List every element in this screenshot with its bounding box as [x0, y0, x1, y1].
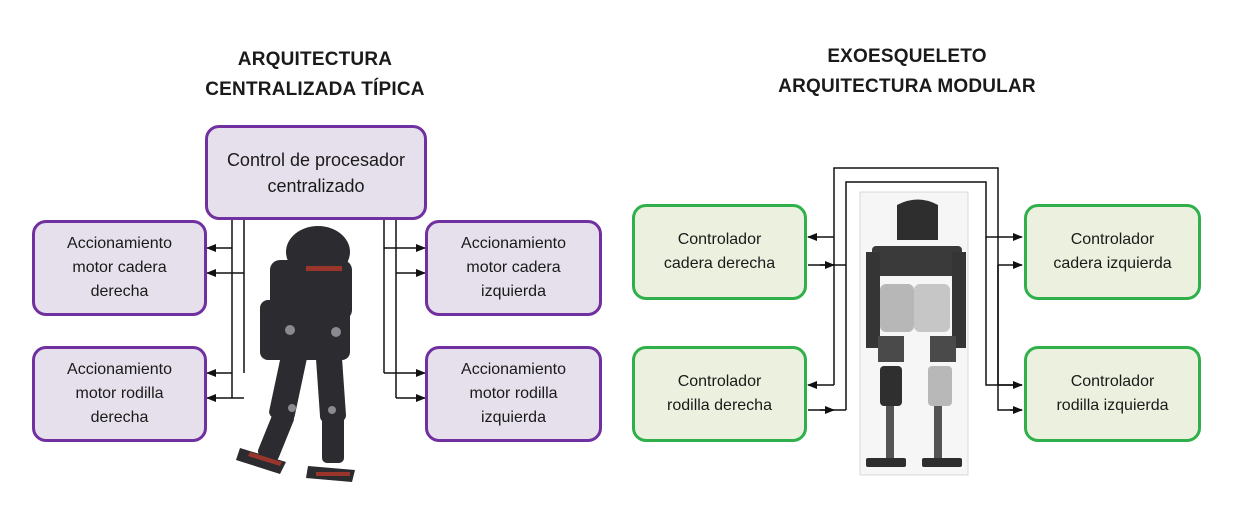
- left-title-line-2: CENTRALIZADA TÍPICA: [205, 79, 425, 100]
- left-diagram-title: ARQUITECTURA CENTRALIZADA TÍPICA: [195, 45, 435, 105]
- right-knee-right-line-1: Controlador: [677, 373, 762, 390]
- right-hip-right-box[interactable]: Controlador cadera derecha: [632, 204, 807, 300]
- right-knee-right-line-2: rodilla derecha: [667, 397, 772, 414]
- left-knee-left-box[interactable]: Accionamiento motor rodilla izquierda: [425, 346, 602, 442]
- right-exoskeleton-image: [859, 191, 969, 476]
- right-hip-left-box[interactable]: Controlador cadera izquierda: [1024, 204, 1201, 300]
- left-hip-left-box[interactable]: Accionamiento motor cadera izquierda: [425, 220, 602, 316]
- right-connectors: [807, 167, 1023, 414]
- left-knee-left-line-1: Accionamiento: [461, 361, 566, 378]
- left-hip-right-line-1: Accionamiento: [67, 235, 172, 252]
- right-knee-left-line-2: rodilla izquierda: [1056, 397, 1169, 414]
- left-connectors: [206, 218, 426, 402]
- right-knee-left-box[interactable]: Controlador rodilla izquierda: [1024, 346, 1201, 442]
- right-diagram-title: EXOESQUELETO ARQUITECTURA MODULAR: [757, 42, 1057, 102]
- left-knee-right-box[interactable]: Accionamiento motor rodilla derecha: [32, 346, 207, 442]
- left-exoskeleton-image: [236, 226, 355, 482]
- right-hip-right-line-1: Controlador: [677, 231, 762, 248]
- right-title-line-1: EXOESQUELETO: [827, 46, 987, 67]
- left-hip-left-line-3: izquierda: [481, 283, 546, 300]
- right-title-line-2: ARQUITECTURA MODULAR: [778, 76, 1036, 97]
- left-knee-left-line-3: izquierda: [481, 409, 546, 426]
- left-knee-right-line-1: Accionamiento: [67, 361, 172, 378]
- left-hip-right-line-3: derecha: [90, 283, 149, 300]
- left-knee-right-line-3: derecha: [90, 409, 149, 426]
- left-knee-left-line-2: motor rodilla: [469, 385, 558, 402]
- left-hip-right-box[interactable]: Accionamiento motor cadera derecha: [32, 220, 207, 316]
- left-hip-left-line-1: Accionamiento: [461, 235, 566, 252]
- right-knee-left-line-1: Controlador: [1070, 373, 1155, 390]
- right-hip-left-line-2: cadera izquierda: [1053, 255, 1172, 272]
- left-title-line-1: ARQUITECTURA: [237, 49, 393, 70]
- right-knee-right-box[interactable]: Controlador rodilla derecha: [632, 346, 807, 442]
- right-hip-right-line-2: cadera derecha: [663, 255, 776, 272]
- right-hip-left-line-1: Controlador: [1070, 231, 1155, 248]
- central-processor-line-2: centralizado: [267, 175, 365, 196]
- left-hip-left-line-2: motor cadera: [466, 259, 561, 276]
- left-hip-right-line-2: motor cadera: [72, 259, 167, 276]
- central-processor-box[interactable]: Control de procesador centralizado: [205, 125, 427, 220]
- left-knee-right-line-2: motor rodilla: [75, 385, 164, 402]
- central-processor-line-1: Control de procesador: [226, 149, 406, 170]
